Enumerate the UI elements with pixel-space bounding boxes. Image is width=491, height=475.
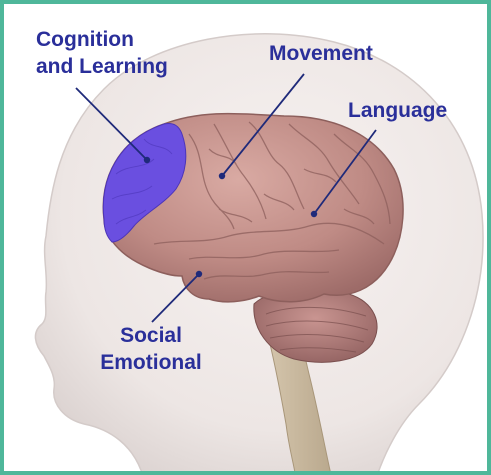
label-cognition-line2: and Learning [36,55,168,78]
label-social-line1: Social [120,324,182,347]
leader-dots [143,156,318,278]
leader-dot-cognition [143,156,151,164]
leader-line-language [313,129,377,215]
frontal-lobe-highlight [102,123,187,243]
leader-line-social [151,273,200,323]
label-social-line2: Emotional [100,351,202,374]
leader-dot-movement [218,172,226,180]
brain-illustration [34,33,484,471]
leader-lines [75,73,377,323]
label-language: Language [348,99,448,122]
leader-dot-language [310,210,318,218]
leader-line-cognition [75,87,148,161]
label-cognition-line1: Cognition [36,28,134,51]
label-movement: Movement [269,42,373,65]
leader-line-movement [221,73,305,177]
leader-dot-social [195,270,203,278]
label-cognition-and-learning: Cognition and Learning [36,26,168,80]
label-social-emotional: Social Emotional [92,322,210,376]
